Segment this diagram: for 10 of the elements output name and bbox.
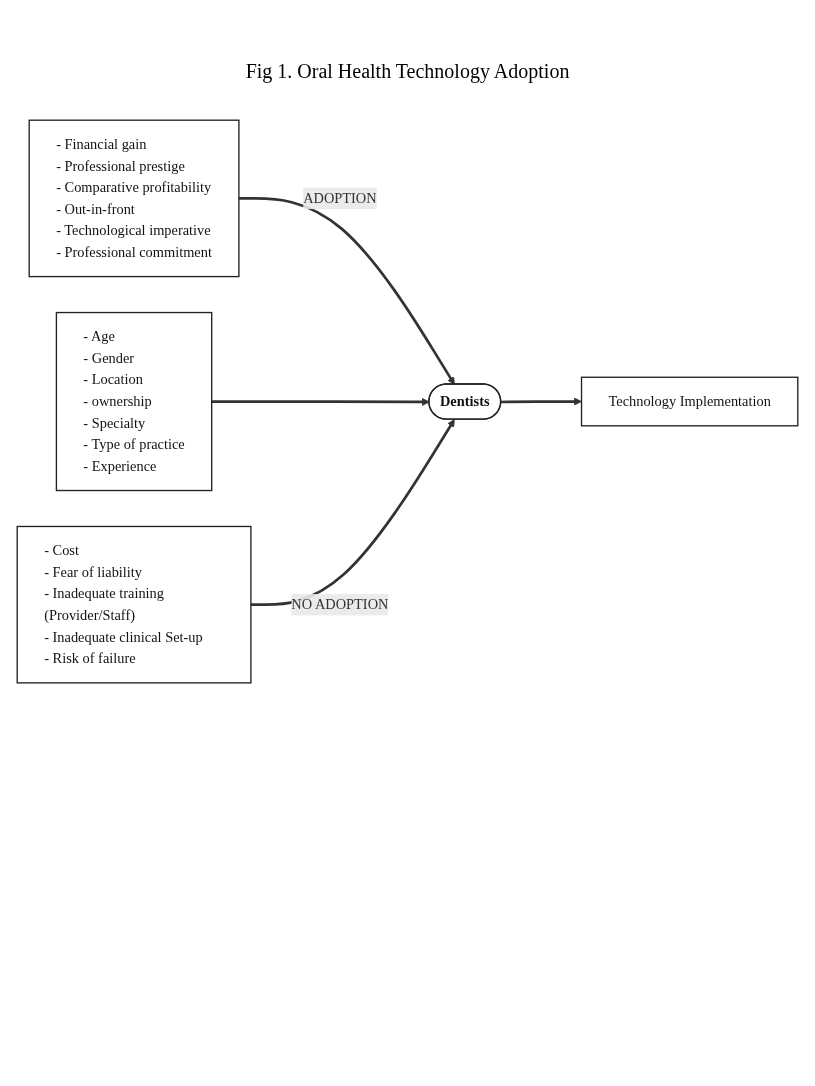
- edge-label: NO ADOPTION: [291, 596, 389, 612]
- figure-title: Fig 1. Oral Health Technology Adoption: [244, 60, 571, 83]
- arrow: [238, 197, 455, 385]
- node-box: - Financial gain - Professional prestige - Comparative profitability - Out-in-front - Technological imperative - Professional commitment: [28, 119, 240, 278]
- arrow: [501, 397, 582, 406]
- edge-label: ADOPTION: [303, 190, 377, 206]
- arrow: [250, 419, 455, 606]
- node-box: - Age - Gender - Location - ownership - Specialty - Type of practice - Experience: [55, 311, 213, 492]
- node-box: Technology Implementation: [580, 376, 799, 427]
- node-box: - Cost - Fear of liability - Inadequate training (Provider/Staff) - Inadequate clinical Set-up - Risk of failure: [16, 525, 252, 684]
